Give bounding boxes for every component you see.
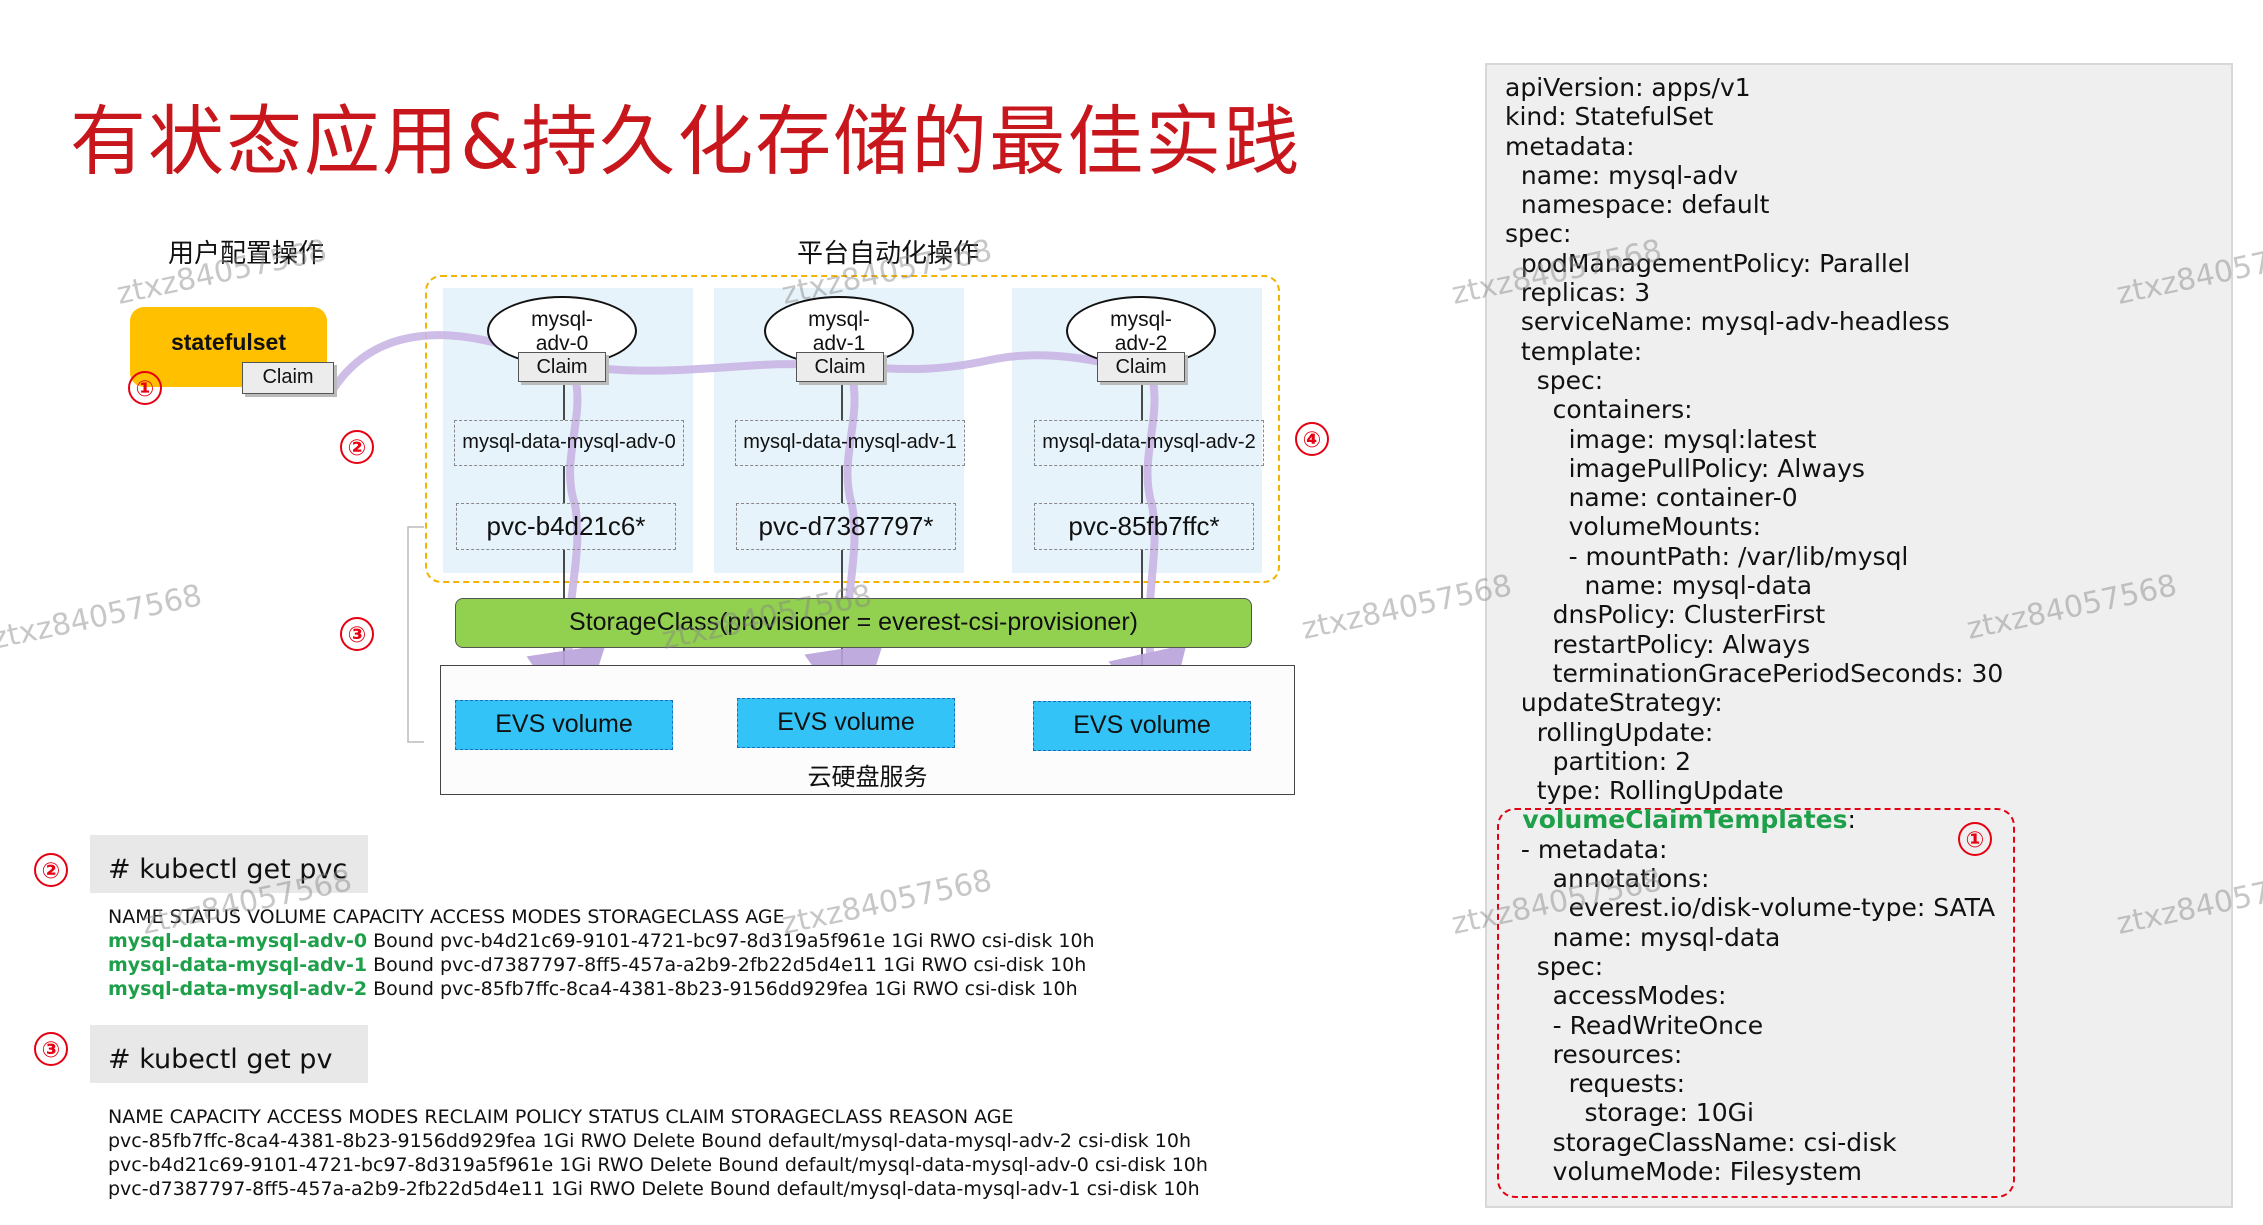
cloud-disk-service-label: 云硬盘服务 (807, 763, 928, 791)
yaml-panel (1485, 63, 2233, 1208)
yaml-line: updateStrategy: (1505, 688, 1723, 718)
yaml-line: metadata: (1505, 131, 1635, 161)
yaml-line: name: mysql-data (1505, 922, 1781, 952)
volume-claim-templates-highlight (1497, 808, 2015, 1198)
yaml-line: volumeMounts: (1505, 512, 1761, 542)
pvc-table-header: NAME STATUS VOLUME CAPACITY ACCESS MODES… (108, 906, 785, 928)
page-title: 有状态应用&持久化存储的最佳实践 (70, 97, 1302, 186)
yaml-line: apiVersion: apps/v1 (1505, 73, 1751, 102)
statefulset-claim: Claim (242, 362, 334, 394)
pvc-table: NAME STATUS VOLUME CAPACITY ACCESS MODES… (108, 905, 1268, 1005)
yaml-line: - mountPath: /var/lib/mysql (1505, 541, 1909, 571)
yaml-line: type: RollingUpdate (1505, 776, 1784, 806)
pod-name-line1: mysql- (1110, 308, 1172, 331)
yaml-line: podManagementPolicy: Parallel (1505, 248, 1911, 278)
yaml-line: volumeMode: Filesystem (1505, 1156, 1862, 1186)
pod-claim-2: Claim (1097, 352, 1185, 382)
yaml-line: restartPolicy: Always (1505, 629, 1811, 659)
table-row: mysql-data-mysql-adv-0 Bound pvc-b4d21c6… (108, 929, 1095, 953)
marker-1: ① (128, 371, 162, 405)
yaml-line: terminationGracePeriodSeconds: 30 (1505, 658, 2004, 688)
storageclass-bar: StorageClass(provisioner = everest-csi-p… (455, 598, 1252, 648)
pvc-name-box-1: mysql-data-mysql-adv-1 (735, 420, 965, 466)
yaml-line: - metadata: (1505, 834, 1668, 864)
marker-3-pv: ③ (34, 1032, 68, 1066)
pv-box-0: pvc-b4d21c6* (456, 503, 676, 550)
pvc-name-box-0: mysql-data-mysql-adv-0 (454, 420, 684, 466)
pv-table-header: NAME CAPACITY ACCESS MODES RECLAIM POLIC… (108, 1106, 1014, 1128)
yaml-line: storageClassName: csi-disk (1505, 1127, 1897, 1157)
pod-name-line1: mysql- (808, 308, 870, 331)
yaml-line: replicas: 3 (1505, 278, 1651, 308)
platform-ops-label: 平台自动化操作 (797, 239, 980, 269)
yaml-line: containers: (1505, 395, 1693, 425)
yaml-line: image: mysql:latest (1505, 424, 1817, 454)
yaml-line: - ReadWriteOnce (1505, 1010, 1764, 1040)
pod-name-line2: adv-1 (812, 332, 866, 355)
yaml-line: requests: (1505, 1069, 1686, 1099)
pv-command: # kubectl get pv (90, 1025, 368, 1083)
pod-claim-0: Claim (518, 352, 606, 382)
pvc-row-rest: Bound pvc-85fb7ffc-8ca4-4381-8b23-9156dd… (367, 978, 1078, 1000)
marker-2: ② (340, 430, 374, 464)
yaml-line: spec: (1505, 219, 1572, 249)
yaml-line: partition: 2 (1505, 746, 1692, 776)
pvc-row-rest: Bound pvc-d7387797-8ff5-457a-a2b9-2fb22d… (367, 954, 1087, 976)
pvc-row-name: mysql-data-mysql-adv-1 (108, 954, 368, 976)
table-row: pvc-b4d21c69-9101-4721-bc97-8d319a5f961e… (108, 1154, 1208, 1176)
table-row: pvc-85fb7ffc-8ca4-4381-8b23-9156dd929fea… (108, 1130, 1191, 1152)
yaml-line: name: container-0 (1505, 483, 1798, 513)
yaml-highlight-key: volumeClaimTemplates (1505, 805, 1848, 835)
yaml-line: rollingUpdate: (1505, 717, 1714, 747)
pod-mysql-adv-0: mysql- adv-0 (487, 296, 637, 366)
pod-name-line2: adv-2 (1114, 332, 1168, 355)
yaml-line: kind: StatefulSet (1505, 102, 1714, 132)
pvc-command: # kubectl get pvc (90, 835, 368, 893)
pod-name-line1: mysql- (531, 308, 593, 331)
marker-4: ④ (1295, 422, 1329, 456)
marker-2-pvc: ② (34, 853, 68, 887)
yaml-line: namespace: default (1505, 190, 1770, 220)
evs-volume-1: EVS volume (737, 698, 955, 748)
pvc-row-rest: Bound pvc-b4d21c69-9101-4721-bc97-8d319a… (367, 930, 1095, 952)
pv-box-2: pvc-85fb7ffc* (1034, 503, 1254, 550)
pv-box-1: pvc-d7387797* (736, 503, 956, 550)
yaml-line: storage: 10Gi (1505, 1098, 1754, 1128)
yaml-line: name: mysql-data (1505, 571, 1813, 601)
yaml-line: serviceName: mysql-adv-headless (1505, 307, 1950, 337)
yaml-line: imagePullPolicy: Always (1505, 453, 1865, 483)
table-row: pvc-d7387797-8ff5-457a-a2b9-2fb22d5d4e11… (108, 1178, 1200, 1200)
table-row: mysql-data-mysql-adv-2 Bound pvc-85fb7ff… (108, 977, 1078, 1001)
yaml-line: accessModes: (1505, 981, 1727, 1011)
evs-volume-0: EVS volume (455, 700, 673, 750)
yaml-line: everest.io/disk-volume-type: SATA (1505, 893, 1996, 923)
table-row: mysql-data-mysql-adv-1 Bound pvc-d738779… (108, 953, 1086, 977)
evs-volume-2: EVS volume (1033, 701, 1251, 751)
yaml-line: name: mysql-adv (1505, 160, 1739, 190)
yaml-line: annotations: (1505, 864, 1710, 894)
yaml-line: resources: (1505, 1039, 1683, 1069)
user-ops-label: 用户配置操作 (168, 239, 325, 269)
yaml-line: dnsPolicy: ClusterFirst (1505, 600, 1826, 630)
yaml-line: spec: (1505, 951, 1604, 981)
marker-3: ③ (340, 617, 374, 651)
pvc-name-box-2: mysql-data-mysql-adv-2 (1034, 420, 1264, 466)
yaml-line: spec: (1505, 365, 1604, 395)
pv-table: NAME CAPACITY ACCESS MODES RECLAIM POLIC… (108, 1105, 1268, 1205)
yaml-line: template: (1505, 336, 1643, 366)
pvc-row-name: mysql-data-mysql-adv-0 (108, 930, 368, 952)
pod-claim-1: Claim (796, 352, 884, 382)
pvc-row-name: mysql-data-mysql-adv-2 (108, 978, 368, 1000)
marker-1-yaml: ① (1958, 822, 1992, 856)
pod-name-line2: adv-0 (535, 332, 589, 355)
yaml-line: volumeClaimTemplates: (1505, 805, 1856, 835)
